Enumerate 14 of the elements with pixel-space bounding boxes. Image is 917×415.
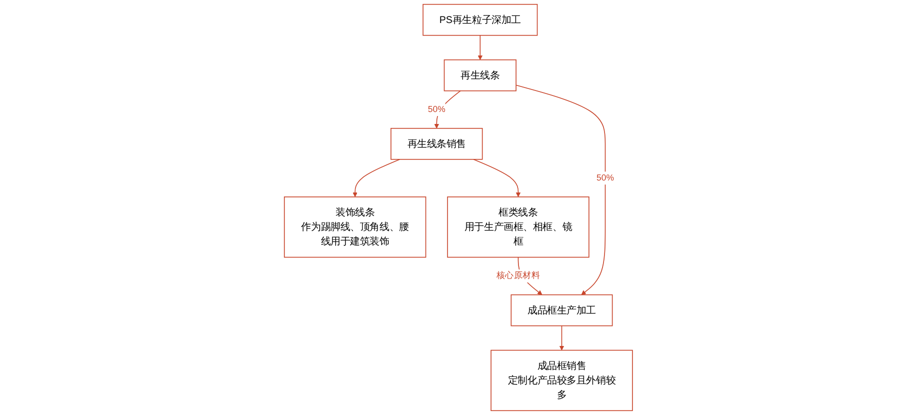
arrow xyxy=(478,34,483,60)
arrow xyxy=(352,158,400,198)
edge-label: 50% xyxy=(428,104,446,114)
node-box xyxy=(422,4,538,36)
arrow xyxy=(559,325,564,350)
node-box xyxy=(390,128,483,160)
node-box xyxy=(490,350,633,412)
arrow xyxy=(473,158,521,198)
node-box xyxy=(447,196,590,258)
node-box xyxy=(444,59,517,92)
node-box xyxy=(510,294,613,326)
edge-label: 50% xyxy=(596,173,614,182)
node-box xyxy=(284,196,426,258)
edge-label: 核心原材料 xyxy=(496,271,540,280)
